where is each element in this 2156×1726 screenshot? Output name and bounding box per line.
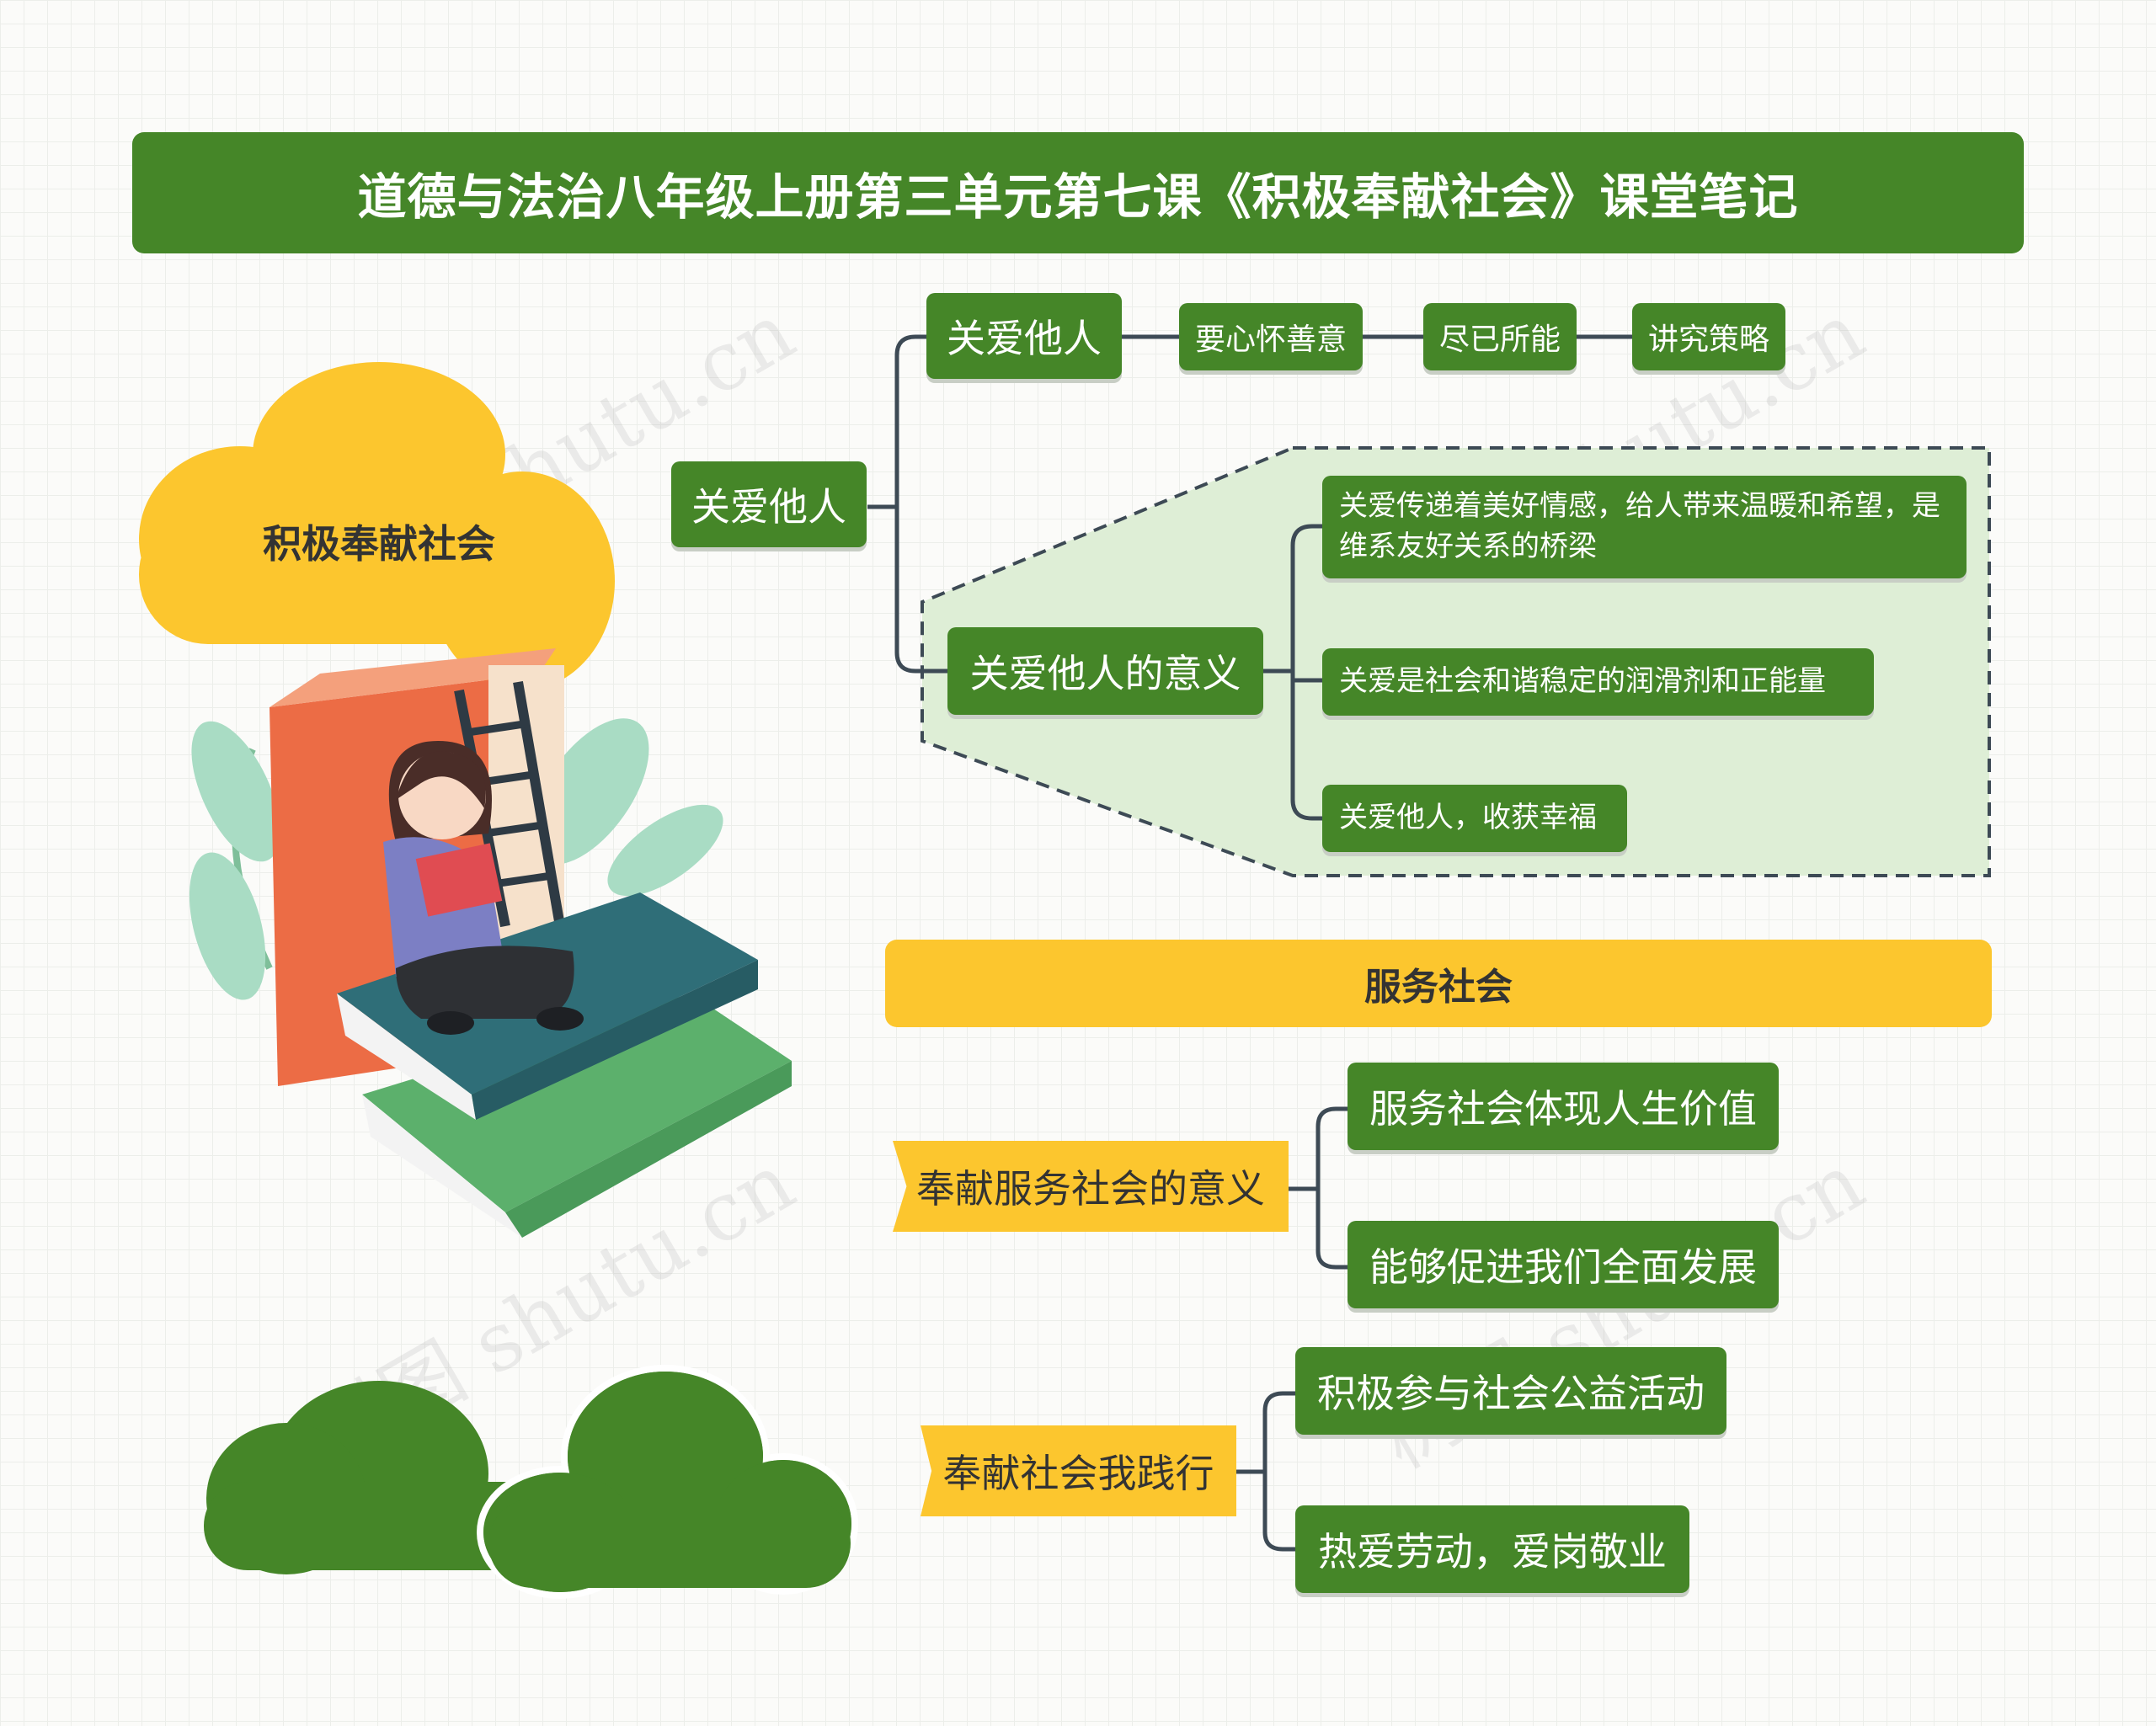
yellow-cloud — [139, 362, 615, 690]
practice-point[interactable]: 热爱劳动，爱岗敬业 — [1295, 1505, 1689, 1593]
sub-care-others[interactable]: 关爱他人 — [926, 293, 1122, 379]
sub-serve-practice[interactable]: 奉献社会我践行 — [921, 1425, 1236, 1516]
chain-item-strategy[interactable]: 讲究策略 — [1632, 303, 1785, 370]
book-illustration — [189, 648, 792, 1238]
meaning-point[interactable]: 关爱传递着美好情感，给人带来温暖和希望，是维系友好关系的桥梁 — [1322, 476, 1967, 578]
serve-meaning-point[interactable]: 服务社会体现人生价值 — [1348, 1063, 1779, 1150]
root-topic: 积极奉献社会 — [263, 521, 495, 567]
sub-serve-meaning[interactable]: 奉献服务社会的意义 — [893, 1141, 1289, 1232]
green-cloud-fill — [483, 1372, 851, 1592]
branch-serve-society[interactable]: 服务社会 — [885, 940, 1992, 1027]
practice-point[interactable]: 积极参与社会公益活动 — [1295, 1347, 1726, 1435]
green-cloud — [204, 1381, 558, 1574]
chain-item-goodwill[interactable]: 要心怀善意 — [1179, 303, 1363, 370]
page-title: 道德与法治八年级上册第三单元第七课《积极奉献社会》课堂笔记 — [132, 132, 2024, 253]
branch-care-others[interactable]: 关爱他人 — [671, 461, 867, 547]
meaning-point[interactable]: 关爱是社会和谐稳定的润滑剂和正能量 — [1322, 648, 1874, 716]
meaning-point[interactable]: 关爱他人，收获幸福 — [1322, 785, 1627, 852]
connectors — [867, 334, 1632, 1552]
sub-care-meaning[interactable]: 关爱他人的意义 — [947, 627, 1263, 715]
chain-item-best-effort[interactable]: 尽已所能 — [1423, 303, 1577, 370]
serve-meaning-point[interactable]: 能够促进我们全面发展 — [1348, 1221, 1779, 1308]
